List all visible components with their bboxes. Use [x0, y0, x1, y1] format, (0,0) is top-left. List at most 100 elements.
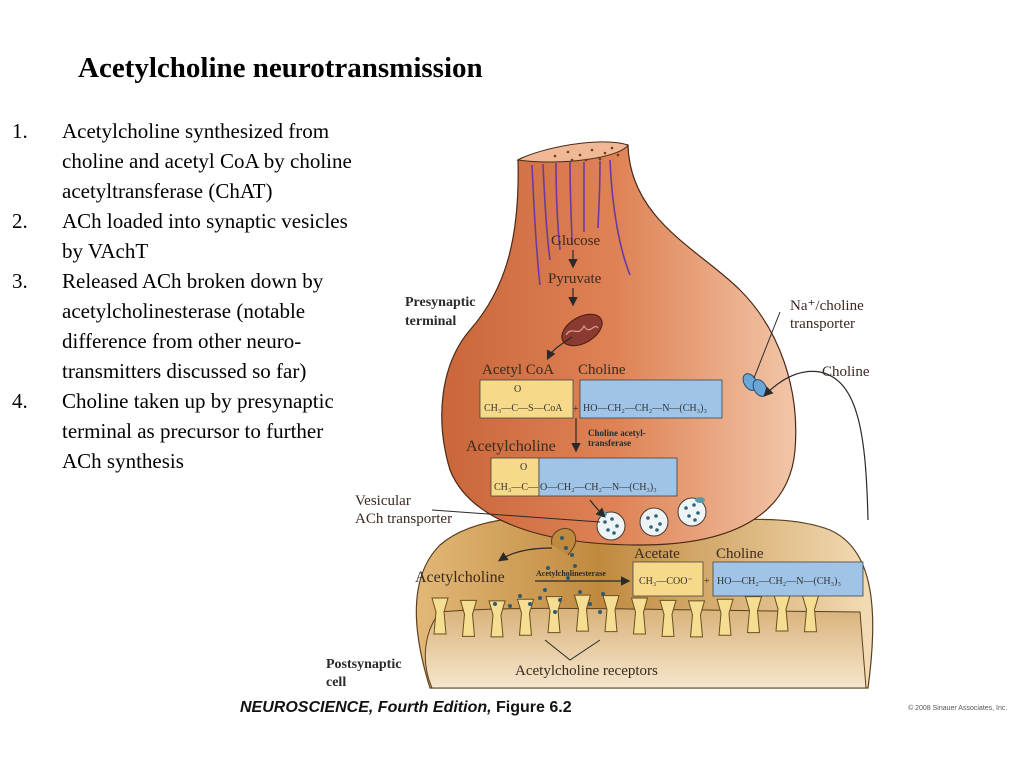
copyright: © 2008 Sinauer Associates, Inc.	[908, 705, 1008, 712]
svg-text:cell: cell	[326, 675, 346, 690]
acetylcholine-box: CH₃—C— O—CH₂—CH₂—N—(CH₃)₃ O	[490, 457, 678, 497]
svg-text:+: +	[704, 576, 710, 587]
ach-dot	[553, 610, 557, 614]
ach-dot	[573, 564, 577, 568]
ach-receptor	[630, 597, 649, 635]
ach-dot	[564, 546, 568, 550]
arrows	[498, 250, 869, 586]
ach-dot	[546, 566, 550, 570]
item-number: 3.	[12, 269, 28, 293]
choline-out-box: HO—CH₂—CH₂—N—(CH₃)₃	[712, 561, 864, 597]
microtubules	[531, 159, 631, 286]
ach-dot	[570, 553, 574, 557]
ach-receptor	[488, 600, 506, 638]
ach-receptor	[602, 595, 620, 633]
mitochondrion	[561, 313, 603, 347]
choline-out-formula: HO—CH₂—CH₂—N—(CH₃)₃	[717, 576, 841, 587]
ach-dot	[560, 536, 564, 540]
acetate-label: Acetate	[634, 546, 680, 562]
chat-label: Choline acetyl-	[588, 428, 646, 438]
ach-receptor	[573, 594, 592, 632]
vacht-leader-line	[431, 509, 601, 523]
ach-dot	[528, 602, 532, 606]
ach-receptor	[545, 596, 563, 634]
choline-bottom-label: Choline	[716, 546, 764, 562]
ach-dot	[538, 596, 542, 600]
choline-right-label: Choline	[822, 364, 870, 380]
acetylcholine-label: Acetylcholine	[466, 438, 556, 455]
svg-text:O: O	[520, 462, 527, 473]
list-item: 2. ACh loaded into synaptic vesicles by …	[12, 206, 432, 266]
fusing-vesicle	[551, 527, 577, 556]
postsynaptic-label: Postsynaptic	[326, 657, 401, 672]
ach-dot	[578, 590, 582, 594]
svg-text:O: O	[514, 384, 521, 395]
vesicles	[596, 497, 707, 541]
ach-dot	[543, 588, 547, 592]
acetylcholine-cleft-label: Acetylcholine	[415, 569, 505, 586]
item-line: Choline taken up by presynaptic	[62, 389, 334, 413]
ach-receptor	[659, 599, 677, 637]
svg-text:terminal: terminal	[405, 314, 456, 329]
svg-text:transporter: transporter	[790, 316, 855, 332]
ach-dot	[518, 594, 522, 598]
receptors-label: Acetylcholine receptors	[515, 663, 658, 679]
ach-molecules	[493, 536, 605, 614]
ach-dot	[601, 592, 605, 596]
list-item: 3. Released ACh broken down by acetylcho…	[12, 266, 432, 386]
svg-text:transferase: transferase	[588, 438, 631, 448]
item-line: acetyltransferase (ChAT)	[62, 179, 273, 203]
acetyl-coa-box: CH₃—C—S—CoA O	[479, 379, 574, 419]
receptors-row	[431, 594, 820, 638]
ach-receptor	[716, 598, 734, 636]
acetate-box: CH₃—COO⁻	[632, 561, 704, 597]
ach-receptor	[459, 599, 478, 637]
item-number: 4.	[12, 389, 28, 413]
svg-text:+: +	[573, 404, 579, 415]
acetyl-coa-formula: CH₃—C—S—CoA	[484, 403, 563, 414]
list-item: 1. Acetylcholine synthesized from cholin…	[12, 116, 432, 206]
item-line: acetylcholinesterase (notable	[62, 299, 306, 323]
vacht-label: Vesicular	[355, 493, 411, 509]
item-line: Acetylcholine synthesized from	[62, 119, 330, 143]
ach-receptor	[431, 597, 449, 635]
ach-dot	[598, 610, 602, 614]
figure-caption: NEUROSCIENCE, Fourth Edition, Figure 6.2	[240, 699, 572, 717]
axon-dots	[553, 146, 620, 162]
ach-receptor	[687, 600, 706, 638]
ach-dot	[566, 576, 570, 580]
svg-text:ACh transporter: ACh transporter	[355, 511, 452, 527]
caption-figure: Figure 6.2	[491, 699, 572, 716]
item-line: difference from other neuro-	[62, 329, 302, 353]
item-line: by VAchT	[62, 239, 149, 263]
ach-receptor	[516, 598, 535, 636]
ach-dot	[558, 598, 562, 602]
item-line: ACh loaded into synaptic vesicles	[62, 209, 348, 233]
item-line: Released ACh broken down by	[62, 269, 324, 293]
item-line: ACh synthesis	[62, 449, 184, 473]
item-line: choline and acetyl CoA by choline	[62, 149, 352, 173]
presynaptic-label: Presynaptic	[405, 295, 476, 310]
glucose-label: Glucose	[551, 233, 600, 249]
ach-receptor	[744, 596, 763, 634]
item-number: 1.	[12, 119, 28, 143]
pyruvate-label: Pyruvate	[548, 271, 602, 287]
item-number: 2.	[12, 209, 28, 233]
ach-dot	[588, 602, 592, 606]
ach-dot	[493, 602, 497, 606]
acetate-formula: CH₃—COO⁻	[639, 576, 693, 587]
choline-formula: HO—CH₂—CH₂—N—(CH₃)₃	[583, 403, 707, 414]
receptors-bracket	[544, 639, 601, 661]
choline-top-label: Choline	[578, 362, 626, 378]
ach-dot	[508, 604, 512, 608]
acetyl-coa-label: Acetyl CoA	[482, 362, 554, 378]
ach-choline-formula: O—CH₂—CH₂—N—(CH₃)₃	[540, 482, 657, 493]
ache-label: Acetylcholinesterase	[536, 569, 606, 578]
presynaptic-terminal	[441, 141, 797, 546]
transporter-label: Na⁺/choline	[790, 298, 864, 314]
caption-book: NEUROSCIENCE,	[240, 699, 374, 716]
bullet-list: 1. Acetylcholine synthesized from cholin…	[12, 116, 432, 476]
transporter-leader-line	[753, 311, 781, 379]
item-line: transmitters discussed so far)	[62, 359, 307, 383]
